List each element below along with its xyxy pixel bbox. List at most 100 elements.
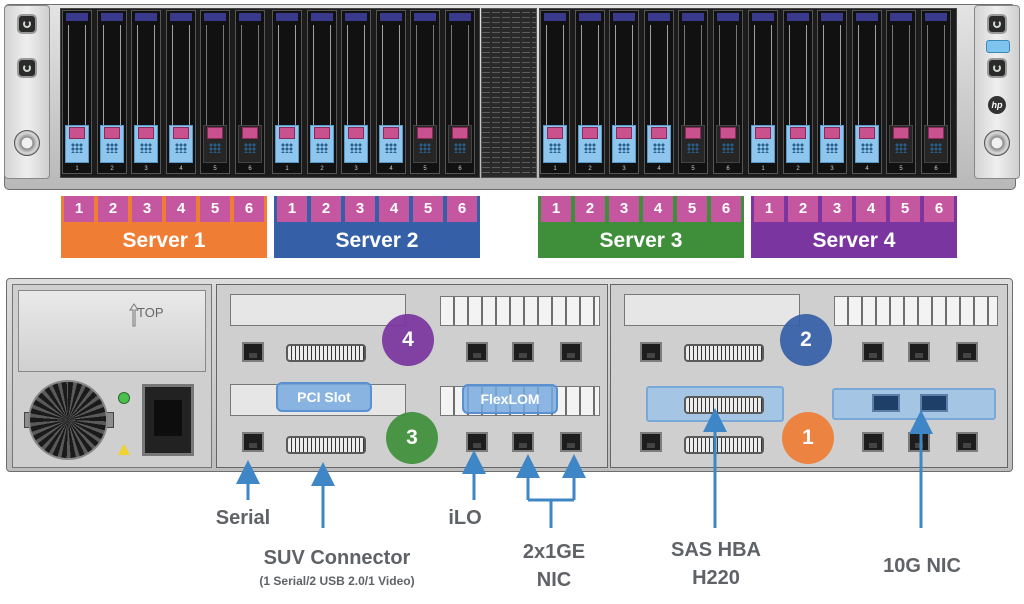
drive-bay: 2: [307, 10, 337, 174]
ilo-port: [466, 342, 488, 362]
drive-latch: [928, 127, 944, 139]
drive-vent: [861, 143, 873, 153]
drive-bay: 2: [783, 10, 813, 174]
drive-vent: [792, 143, 804, 153]
drive-label: [925, 13, 947, 21]
drive-latch: [685, 127, 701, 139]
front-vent-grille: [481, 8, 537, 178]
drive-bay: 4: [376, 10, 406, 174]
drive-bay-number: 5: [899, 166, 903, 172]
drive-rail: [892, 25, 910, 125]
drive-bay: 5: [200, 10, 230, 174]
drive-latch: [893, 127, 909, 139]
drive-vent: [826, 143, 838, 153]
drive-vent: [584, 143, 596, 153]
ilo-port: [862, 342, 884, 362]
power-button-icon: [17, 14, 37, 34]
drive-bay-number: 2: [588, 166, 592, 172]
slot-label: 1: [541, 196, 571, 222]
pci-cage: [624, 294, 800, 326]
sfp-port: [872, 394, 900, 412]
drive-label: [345, 13, 367, 21]
drive-label: [414, 13, 436, 21]
flexlom-callout: FlexLOM: [462, 384, 558, 414]
drive-latch: [755, 127, 771, 139]
sas-label-line1: SAS HBA: [670, 539, 761, 561]
slot-label: 3: [345, 196, 375, 222]
drive-latch: [173, 127, 189, 139]
drive-bay: 3: [817, 10, 847, 174]
drive-label: [717, 13, 739, 21]
drive-label: [276, 13, 298, 21]
drive-vent: [618, 143, 630, 153]
slot-label: 3: [132, 196, 162, 222]
arrow-up-icon: [129, 303, 139, 327]
drive-rail: [858, 25, 876, 125]
server-group-3: 1 2 3 4 5 6 Server 3: [538, 196, 744, 258]
psu-status-led: [118, 392, 130, 404]
drive-bay: 4: [852, 10, 882, 174]
hp-logo-icon: hp: [988, 96, 1006, 114]
drive-vent: [350, 143, 362, 153]
slot-label: 6: [234, 196, 264, 222]
drive-latch: [616, 127, 632, 139]
drive-label: [380, 13, 402, 21]
drive-bay-number: 4: [389, 166, 393, 172]
pci-cage: [230, 294, 406, 326]
drive-bay-number: 4: [179, 166, 183, 172]
drive-label: [682, 13, 704, 21]
node-number-1: 1: [782, 412, 834, 464]
drive-bay-number: 2: [320, 166, 324, 172]
drive-label: [135, 13, 157, 21]
drive-label: [648, 13, 670, 21]
right-ear: hp: [974, 5, 1020, 179]
serial-port: [242, 342, 264, 362]
drive-latch: [242, 127, 258, 139]
drive-latch: [314, 127, 330, 139]
drive-bay-number: 5: [691, 166, 695, 172]
drive-latch: [279, 127, 295, 139]
slot-label: 6: [924, 196, 954, 222]
serial-label: Serial: [215, 507, 271, 529]
drive-label: [101, 13, 123, 21]
slot-label: 1: [64, 196, 94, 222]
drive-vent: [385, 143, 397, 153]
drive-vent: [71, 143, 83, 153]
node-number-3: 3: [386, 412, 438, 464]
drive-rail: [927, 25, 945, 125]
drive-vent: [106, 143, 118, 153]
server-group-2: 1 2 3 4 5 6 Server 2: [274, 196, 480, 258]
sfp-port: [920, 394, 948, 412]
drive-bay: 4: [644, 10, 674, 174]
drive-vent: [722, 143, 734, 153]
drive-latch: [824, 127, 840, 139]
drive-bay-number: 4: [657, 166, 661, 172]
drive-bay: 5: [886, 10, 916, 174]
drive-rail: [581, 25, 599, 125]
nic-port: [956, 432, 978, 452]
drive-vent: [209, 143, 221, 153]
slot-label: 5: [413, 196, 443, 222]
power-button-icon: [987, 14, 1007, 34]
drive-bay-number: 3: [144, 166, 148, 172]
slot-label: 1: [277, 196, 307, 222]
drive-bay: 1: [62, 10, 92, 174]
drive-bay-number: 1: [75, 166, 79, 172]
slot-label: 3: [822, 196, 852, 222]
drive-label: [890, 13, 912, 21]
drive-label: [311, 13, 333, 21]
nic-port: [512, 342, 534, 362]
drive-bay: 3: [341, 10, 371, 174]
drive-bay: 5: [678, 10, 708, 174]
drive-latch: [104, 127, 120, 139]
slot-label: 1: [754, 196, 784, 222]
slot-label: 4: [856, 196, 886, 222]
serial-port: [640, 342, 662, 362]
nic-port: [908, 342, 930, 362]
serial-port: [242, 432, 264, 452]
drive-bay: 6: [235, 10, 265, 174]
psu-handle: TOP: [18, 290, 206, 372]
drive-rail: [137, 25, 155, 125]
drive-label: [66, 13, 88, 21]
